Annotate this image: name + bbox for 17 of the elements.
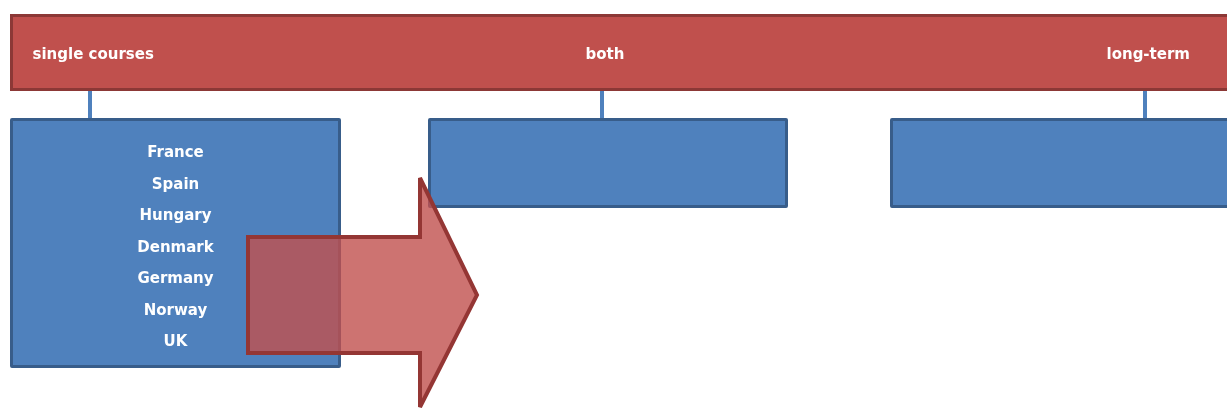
- connector-line: [600, 91, 604, 118]
- country-name: Germany: [137, 268, 214, 289]
- column-heading: both: [585, 45, 625, 63]
- header-band: [10, 14, 1227, 91]
- empty-box: [890, 118, 1227, 208]
- country-name: UK: [163, 331, 188, 352]
- connector-line: [88, 91, 92, 118]
- connector-line: [1143, 91, 1147, 118]
- country-name: Spain: [151, 173, 200, 195]
- country-name: Hungary: [139, 205, 212, 226]
- country-name: France: [147, 142, 204, 163]
- empty-box: [428, 118, 788, 208]
- block-arrow: [246, 176, 480, 409]
- country-name: Norway: [143, 299, 208, 321]
- column-heading: long-term: [1106, 45, 1190, 63]
- country-name: Denmark: [137, 236, 214, 258]
- column-heading: single courses: [32, 45, 154, 63]
